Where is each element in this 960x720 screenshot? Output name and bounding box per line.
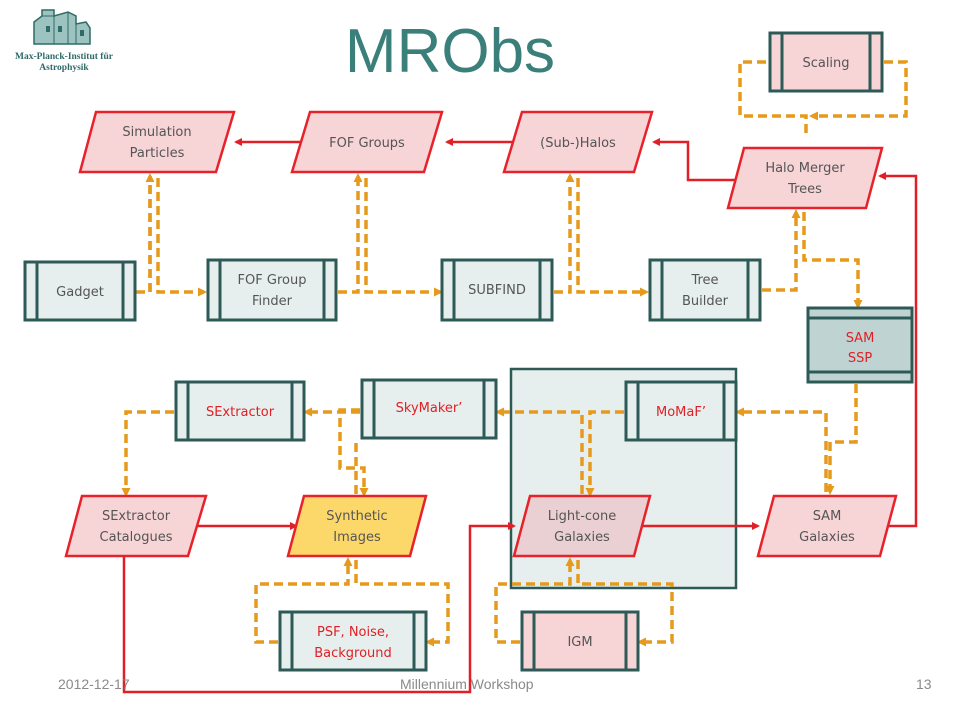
label-skymaker: SkyMaker’	[396, 401, 463, 416]
label-simulation-particles-1: Simulation	[122, 125, 191, 140]
arrow-fofgf-to-subfind	[364, 178, 443, 297]
arrow-treebuilder-to-trees	[762, 209, 801, 292]
label-fof-groups: FOF Groups	[329, 136, 405, 151]
logo-text: Max-Planck-Institut für Astrophysik	[10, 52, 118, 74]
label-sextractor-catalogues-2: Catalogues	[100, 530, 173, 545]
label-gadget: Gadget	[56, 285, 104, 300]
label-sextractor-catalogues-1: SExtractor	[102, 509, 171, 524]
logo-line-2: Astrophysik	[39, 63, 89, 73]
arrow-subfind-to-halos	[554, 173, 575, 294]
label-fof-group-finder-2: Finder	[252, 294, 293, 309]
label-scaling: Scaling	[802, 56, 849, 71]
arrow-psf-to-synth	[254, 557, 353, 644]
node-subfind[interactable]	[440, 258, 554, 322]
line-catalogues-to-lightcone	[122, 522, 516, 694]
arrow-fofgf-to-fof	[338, 173, 363, 294]
label-halo-merger-trees-1: Halo Merger	[765, 161, 845, 176]
arrow-samgal-to-trees	[866, 172, 918, 528]
label-sextractor: SExtractor	[206, 405, 275, 420]
label-sam-ssp-1: SAM	[846, 331, 875, 346]
node-fof-groups[interactable]	[290, 110, 444, 174]
label-simulation-particles-2: Particles	[130, 146, 185, 161]
label-halo-merger-trees-2: Trees	[787, 182, 822, 197]
label-subfind: SUBFIND	[468, 283, 526, 298]
node-halo-merger-trees[interactable]	[726, 146, 884, 210]
node-simulation-particles[interactable]	[78, 110, 236, 174]
label-tree-builder-1: Tree	[690, 273, 718, 288]
label-lightcone-galaxies-2: Galaxies	[554, 530, 610, 545]
label-synthetic-images-2: Images	[333, 530, 381, 545]
node-lightcone-galaxies[interactable]	[512, 494, 652, 558]
label-lightcone-galaxies-1: Light-cone	[548, 509, 616, 524]
arrow-subfind-to-treebuilder	[576, 178, 649, 297]
arrow-samssp-to-samgal	[825, 384, 858, 495]
arrow-sextractor-to-catalogues	[121, 410, 174, 497]
node-sub-halos[interactable]	[502, 110, 654, 174]
node-synthetic-images[interactable]	[286, 494, 428, 558]
node-sam-ssp[interactable]	[806, 306, 914, 384]
label-tree-builder-2: Builder	[682, 294, 729, 309]
arrow-igm-to-lightcone	[494, 557, 575, 644]
node-gadget[interactable]	[23, 260, 137, 322]
label-sam-ssp-2: SSP	[848, 351, 873, 366]
label-psf-noise-background-2: Background	[314, 646, 392, 661]
node-sextractor-catalogues[interactable]	[64, 494, 208, 558]
node-tree-builder[interactable]	[648, 258, 762, 322]
footer-date: 2012-12-17	[58, 676, 130, 692]
mpa-logo: Max-Planck-Institut für Astrophysik	[6, 4, 116, 92]
node-skymaker[interactable]	[360, 378, 498, 440]
label-sub-halos: (Sub-)Halos	[540, 136, 616, 151]
label-fof-group-finder-1: FOF Group	[238, 273, 307, 288]
footer-event: Millennium Workshop	[400, 676, 534, 692]
node-scaling[interactable]	[768, 31, 884, 93]
node-fof-group-finder[interactable]	[206, 258, 338, 322]
footer-page-number: 13	[916, 676, 932, 692]
arrow-lightcone-to-igm	[576, 560, 674, 647]
label-igm: IGM	[567, 635, 592, 650]
page-title: MRObs	[344, 17, 556, 86]
arrow-trees-to-halos	[652, 138, 736, 182]
logo-line-1: Max-Planck-Institut für	[15, 52, 113, 62]
label-momaf: MoMaF’	[656, 405, 706, 420]
label-psf-noise-background-1: PSF, Noise,	[317, 625, 389, 640]
arrow-samgal-to-momaf	[735, 407, 828, 492]
arrow-gadget-to-fofgf	[136, 178, 204, 292]
arrow-momaf-to-lightcone	[585, 410, 624, 497]
building-icon	[33, 9, 91, 45]
label-synthetic-images-1: Synthetic	[326, 509, 387, 524]
node-momaf[interactable]	[624, 380, 738, 442]
node-sextractor[interactable]	[174, 380, 306, 442]
arrow-synth-to-psf	[354, 560, 450, 647]
node-igm[interactable]	[520, 610, 640, 672]
arrow-scaling-loop	[738, 60, 908, 134]
label-sam-galaxies-2: Galaxies	[799, 530, 855, 545]
node-psf-noise-background[interactable]	[278, 610, 428, 672]
arrow-skymaker-to-synth	[338, 408, 369, 497]
node-sam-galaxies[interactable]	[756, 494, 898, 558]
label-sam-galaxies-1: SAM	[813, 509, 842, 524]
arrow-trees-to-samssp	[802, 212, 863, 309]
